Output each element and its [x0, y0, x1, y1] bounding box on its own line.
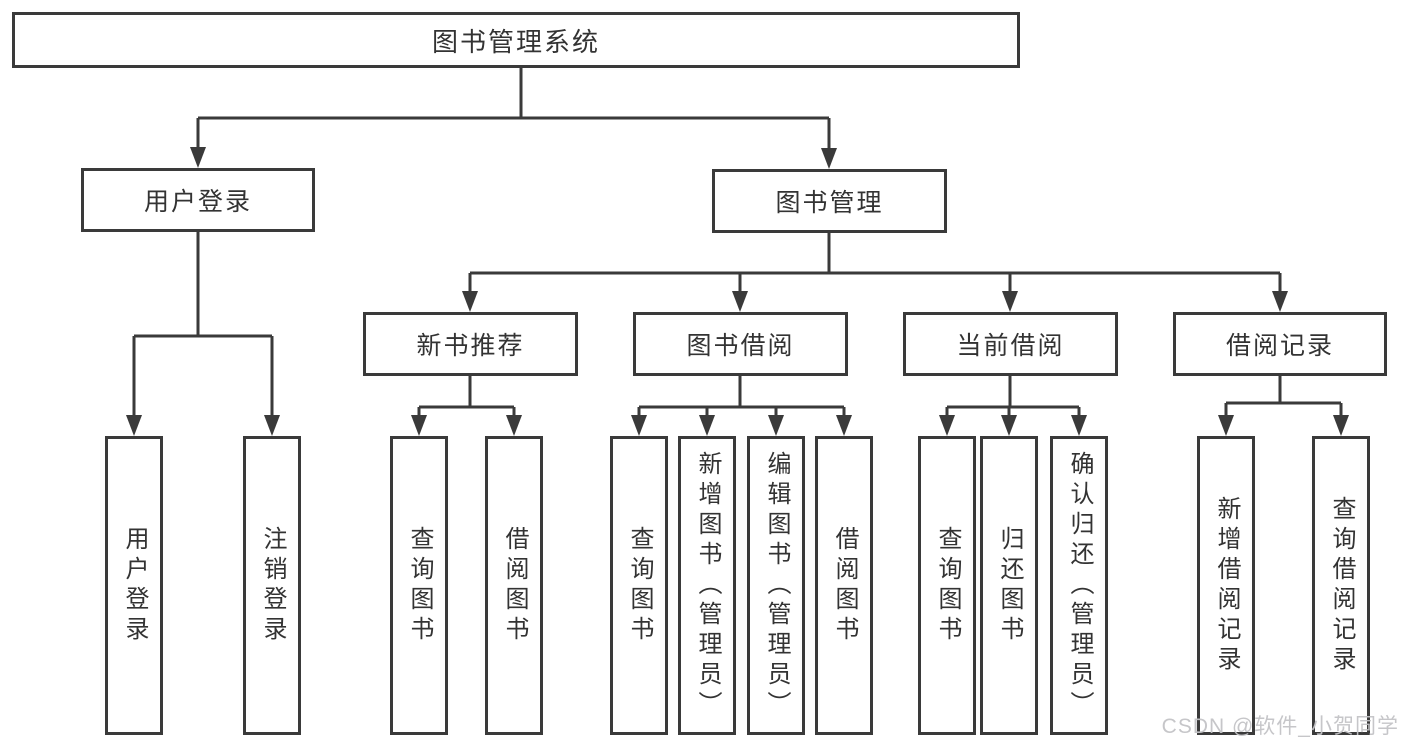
leaf-label: 借阅图书	[501, 525, 528, 646]
leaf-logout: 注销登录	[243, 436, 301, 735]
node-user-login: 用户登录	[81, 168, 315, 232]
leaf-query-borrow-record: 查询借阅记录	[1312, 436, 1370, 735]
csdn-watermark: CSDN @软件_小贺同学	[1161, 715, 1399, 738]
node-book-borrow: 图书借阅	[633, 312, 848, 376]
leaf-label: 查询图书	[934, 525, 961, 646]
node-root: 图书管理系统	[12, 12, 1020, 68]
leaf-borrow-book-recommend: 借阅图书	[485, 436, 543, 735]
leaf-label: 借阅图书	[831, 525, 858, 646]
leaf-label: 归还图书	[996, 525, 1023, 646]
node-new-book-recommend: 新书推荐	[363, 312, 578, 376]
leaf-query-book-recommend: 查询图书	[390, 436, 448, 735]
leaf-borrow-book: 借阅图书	[815, 436, 873, 735]
leaf-label: 新增图书（管理员）	[694, 450, 721, 721]
leaf-user-login: 用户登录	[105, 436, 163, 735]
leaf-add-book-admin: 新增图书（管理员）	[678, 436, 736, 735]
arrowheads	[126, 147, 1349, 436]
node-book-management: 图书管理	[712, 169, 947, 233]
leaf-query-book-current: 查询图书	[918, 436, 976, 735]
leaf-confirm-return-admin: 确认归还（管理员）	[1050, 436, 1108, 735]
leaf-label: 查询图书	[626, 525, 653, 646]
leaf-label: 编辑图书（管理员）	[763, 450, 790, 721]
leaf-label: 注销登录	[259, 525, 286, 646]
node-borrow-record: 借阅记录	[1173, 312, 1387, 376]
leaf-label: 查询图书	[406, 525, 433, 646]
leaf-query-book-borrow: 查询图书	[610, 436, 668, 735]
leaf-label: 用户登录	[121, 525, 148, 646]
leaf-label: 确认归还（管理员）	[1066, 450, 1093, 721]
leaf-edit-book-admin: 编辑图书（管理员）	[747, 436, 805, 735]
leaf-add-borrow-record: 新增借阅记录	[1197, 436, 1255, 735]
node-current-borrow: 当前借阅	[903, 312, 1118, 376]
leaf-return-book: 归还图书	[980, 436, 1038, 735]
leaf-label: 新增借阅记录	[1213, 495, 1240, 676]
leaf-label: 查询借阅记录	[1328, 495, 1355, 676]
